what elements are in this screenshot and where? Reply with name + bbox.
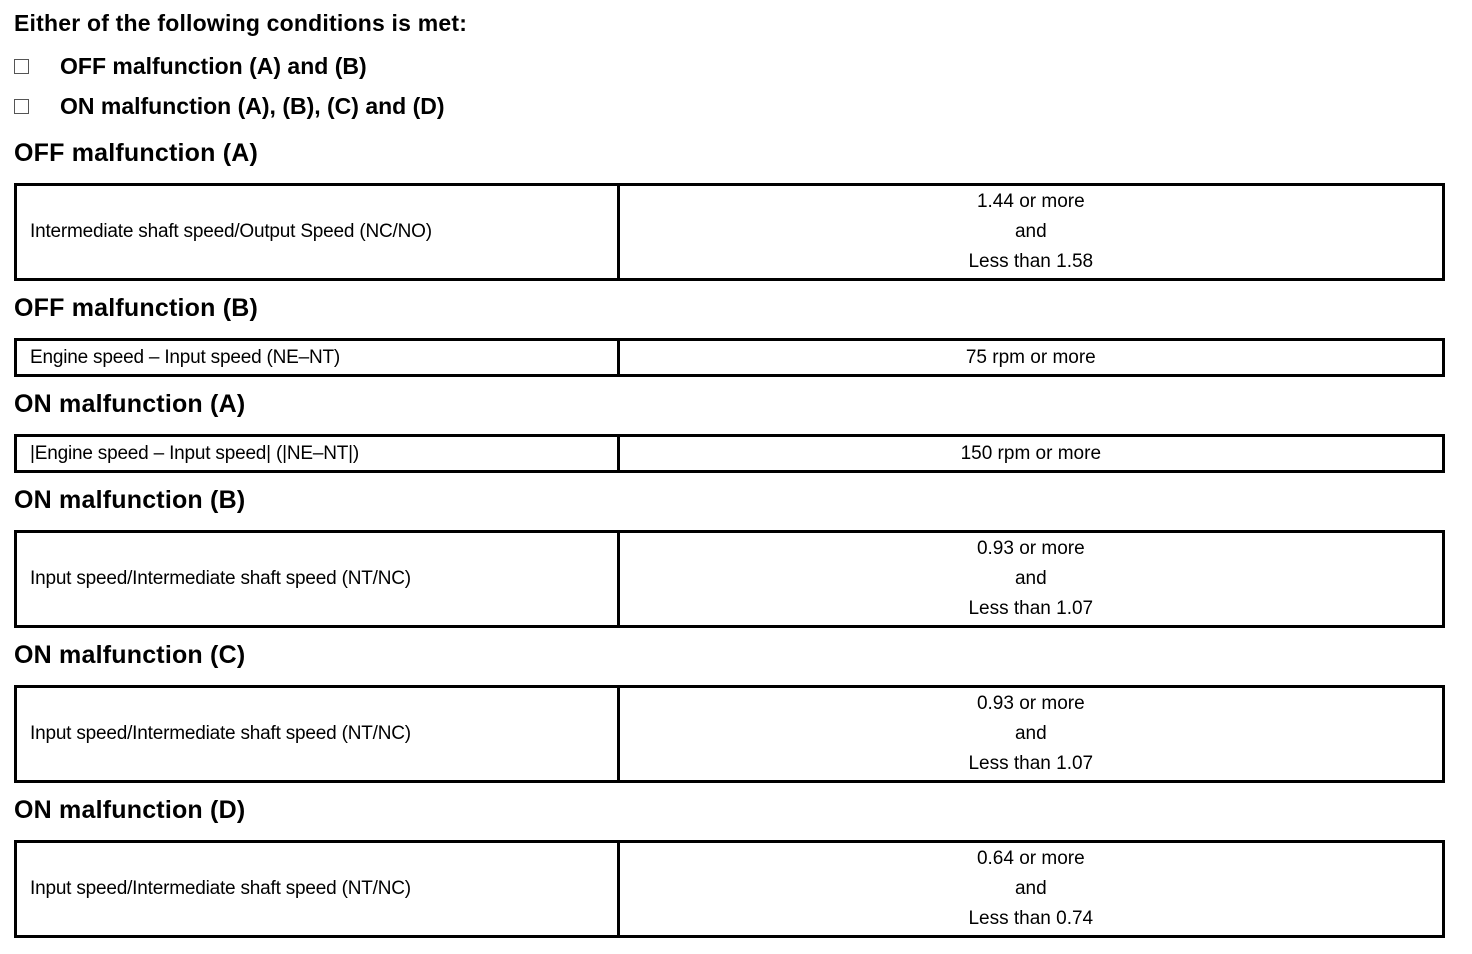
condition-line: Less than 1.07 [968,598,1094,619]
section-on-malfunction-d: ON malfunction (D) Input speed/Intermedi… [14,796,1446,938]
checkbox-icon [14,58,29,74]
table-row: Engine speed – Input speed (NE–NT) 75 rp… [14,338,1446,377]
parameter-cell: Intermediate shaft speed/Output Speed (N… [14,183,620,281]
condition-cell: 0.93 or more and Less than 1.07 [616,530,1446,628]
section-off-malfunction-b: OFF malfunction (B) Engine speed – Input… [14,294,1446,377]
condition-line: 75 rpm or more [965,346,1096,368]
list-item-label: OFF malfunction (A) and (B) [60,52,367,79]
list-item-label: ON malfunction (A), (B), (C) and (D) [60,92,445,119]
parameter-cell: |Engine speed – Input speed| (|NE–NT|) [14,434,620,473]
table-row: Intermediate shaft speed/Output Speed (N… [14,183,1446,281]
section-off-malfunction-a: OFF malfunction (A) Intermediate shaft s… [14,139,1446,281]
condition-line: and [1014,878,1047,899]
section-on-malfunction-c: ON malfunction (C) Input speed/Intermedi… [14,641,1446,783]
intro-heading: Either of the following conditions is me… [14,10,468,36]
table-row: Input speed/Intermediate shaft speed (NT… [14,840,1446,938]
condition-cell: 75 rpm or more [616,338,1446,377]
condition-line: Less than 0.74 [968,908,1094,929]
condition-table: Input speed/Intermediate shaft speed (NT… [14,840,1446,938]
condition-cell: 0.93 or more and Less than 1.07 [616,685,1446,783]
section-heading: ON malfunction (A) [14,390,246,418]
parameter-cell: Input speed/Intermediate shaft speed (NT… [14,685,620,783]
section-on-malfunction-a: ON malfunction (A) |Engine speed – Input… [14,390,1446,473]
condition-line: 150 rpm or more [960,442,1102,464]
condition-cell: 1.44 or more and Less than 1.58 [616,183,1446,281]
section-heading: ON malfunction (B) [14,486,246,514]
condition-line: 0.64 or more [976,848,1085,869]
section-on-malfunction-b: ON malfunction (B) Input speed/Intermedi… [14,486,1446,628]
condition-cell: 150 rpm or more [616,434,1446,473]
section-heading: ON malfunction (D) [14,796,246,824]
table-row: Input speed/Intermediate shaft speed (NT… [14,530,1446,628]
section-heading: OFF malfunction (A) [14,139,259,167]
parameter-cell: Input speed/Intermediate shaft speed (NT… [14,530,620,628]
list-item-on-malfunction: ON malfunction (A), (B), (C) and (D) [14,86,1445,126]
condition-table: Input speed/Intermediate shaft speed (NT… [14,530,1446,628]
list-item-off-malfunction: OFF malfunction (A) and (B) [14,46,1445,86]
condition-line: and [1014,568,1047,589]
condition-table: Engine speed – Input speed (NE–NT) 75 rp… [14,338,1446,377]
condition-line: and [1014,221,1047,242]
condition-line: 0.93 or more [976,538,1085,559]
condition-line: 1.44 or more [976,191,1085,212]
condition-line: Less than 1.07 [968,753,1094,774]
condition-line: 0.93 or more [976,693,1085,714]
table-row: |Engine speed – Input speed| (|NE–NT|) 1… [14,434,1446,473]
condition-line: and [1014,723,1047,744]
parameter-cell: Engine speed – Input speed (NE–NT) [14,338,620,377]
checkbox-icon [14,98,29,114]
section-heading: ON malfunction (C) [14,641,246,669]
condition-list: OFF malfunction (A) and (B) ON malfuncti… [14,46,1445,126]
condition-table: |Engine speed – Input speed| (|NE–NT|) 1… [14,434,1446,473]
table-row: Input speed/Intermediate shaft speed (NT… [14,685,1446,783]
parameter-cell: Input speed/Intermediate shaft speed (NT… [14,840,620,938]
section-heading: OFF malfunction (B) [14,294,259,322]
condition-line: Less than 1.58 [968,251,1094,272]
condition-table: Intermediate shaft speed/Output Speed (N… [14,183,1446,281]
condition-table: Input speed/Intermediate shaft speed (NT… [14,685,1446,783]
condition-cell: 0.64 or more and Less than 0.74 [616,840,1446,938]
